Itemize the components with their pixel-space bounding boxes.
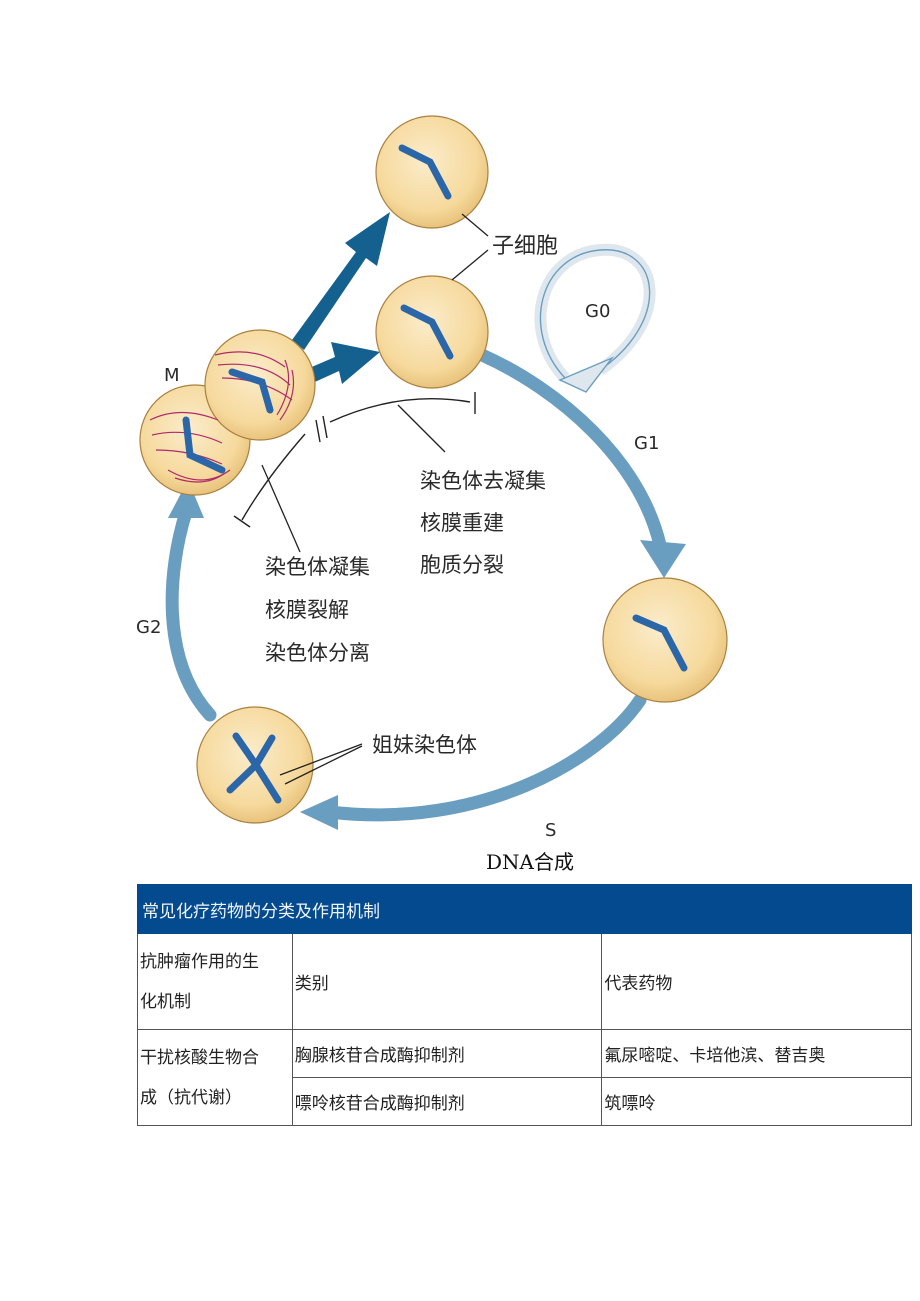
- label-daughter-cell: 子细胞: [492, 234, 558, 259]
- table-row: 干扰核酸生物合成（抗代谢） 胸腺核苷合成酶抑制剂 氟尿嘧啶、卡培他滨、替吉奥: [137, 1029, 912, 1126]
- g1-cell: [602, 577, 728, 703]
- arrowhead-g1: [640, 540, 686, 578]
- row-category: 嘌呤核苷合成酶抑制剂: [291, 1077, 603, 1126]
- arrowhead-g2: [168, 480, 204, 518]
- header-category: 类别: [291, 933, 603, 1030]
- label-telophase-2: 核膜重建: [420, 511, 504, 535]
- row-drugs: 筑嘌呤: [601, 1077, 912, 1126]
- table-header-row: 抗肿瘤作用的生化机制 类别 代表药物: [137, 933, 912, 1030]
- g2-cell: [196, 706, 314, 824]
- label-sister-chromatid: 姐妹染色体: [372, 733, 477, 757]
- g0-arrowhead: [558, 356, 615, 393]
- label-g0: G0: [585, 301, 610, 322]
- group-mechanism: 干扰核酸生物合成（抗代谢）: [137, 1029, 293, 1126]
- label-telophase-3: 胞质分裂: [420, 553, 504, 577]
- label-prophase-2: 核膜裂解: [265, 598, 349, 622]
- daughter-cell-top: [375, 115, 489, 229]
- chemo-drug-table: 常见化疗药物的分类及作用机制 抗肿瘤作用的生化机制 类别 代表药物 干扰核酸生物…: [137, 884, 912, 1126]
- header-drugs: 代表药物: [601, 933, 912, 1030]
- cycle-arrowheads: [168, 480, 686, 830]
- label-s: S: [545, 820, 556, 841]
- arc-s: [323, 693, 647, 822]
- phase-brackets: [233, 392, 476, 528]
- leader-lines: [261, 213, 489, 785]
- label-telophase-1: 染色体去凝集: [420, 469, 546, 493]
- diagram-caption: DNA合成: [486, 850, 574, 874]
- cell-cycle-diagram: 子细胞 G0 M G1 G2 S 姐妹染色体 染色体去凝集 核膜重建 胞质分裂 …: [136, 115, 728, 841]
- row-drugs: 氟尿嘧啶、卡培他滨、替吉奥: [601, 1029, 912, 1078]
- row-category: 胸腺核苷合成酶抑制剂: [291, 1029, 603, 1078]
- daughter-cell-bottom: [375, 275, 489, 389]
- division-arrows: [292, 212, 390, 386]
- arrowhead-s: [300, 795, 338, 830]
- table-row: 嘌呤核苷合成酶抑制剂 筑嘌呤: [138, 1077, 912, 1126]
- label-prophase-3: 染色体分离: [265, 641, 370, 665]
- m-phase-cell: [139, 329, 316, 496]
- arc-g2: [165, 505, 217, 722]
- cycle-arrows: [165, 348, 667, 822]
- label-g1: G1: [634, 433, 659, 454]
- table-title: 常见化疗药物的分类及作用机制: [137, 884, 912, 934]
- header-mechanism: 抗肿瘤作用的生化机制: [137, 933, 293, 1030]
- label-m: M: [164, 365, 180, 386]
- label-prophase-1: 染色体凝集: [265, 555, 370, 579]
- arc-g1: [475, 348, 667, 552]
- label-g2: G2: [136, 617, 161, 638]
